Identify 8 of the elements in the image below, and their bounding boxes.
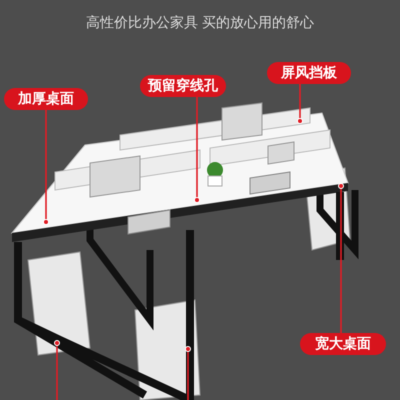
callout-label: 宽大桌面 (300, 333, 386, 355)
subtitle: 高性价比办公家具 买的放心用的舒心 (84, 14, 316, 32)
callout-label: 屏风挡板 (267, 62, 351, 84)
leader-line (194, 97, 200, 203)
callout-label: 加厚桌面 (4, 88, 88, 110)
leader-line (43, 110, 49, 225)
callout-label: 预留穿线孔 (140, 75, 226, 97)
leader-line (297, 84, 303, 124)
